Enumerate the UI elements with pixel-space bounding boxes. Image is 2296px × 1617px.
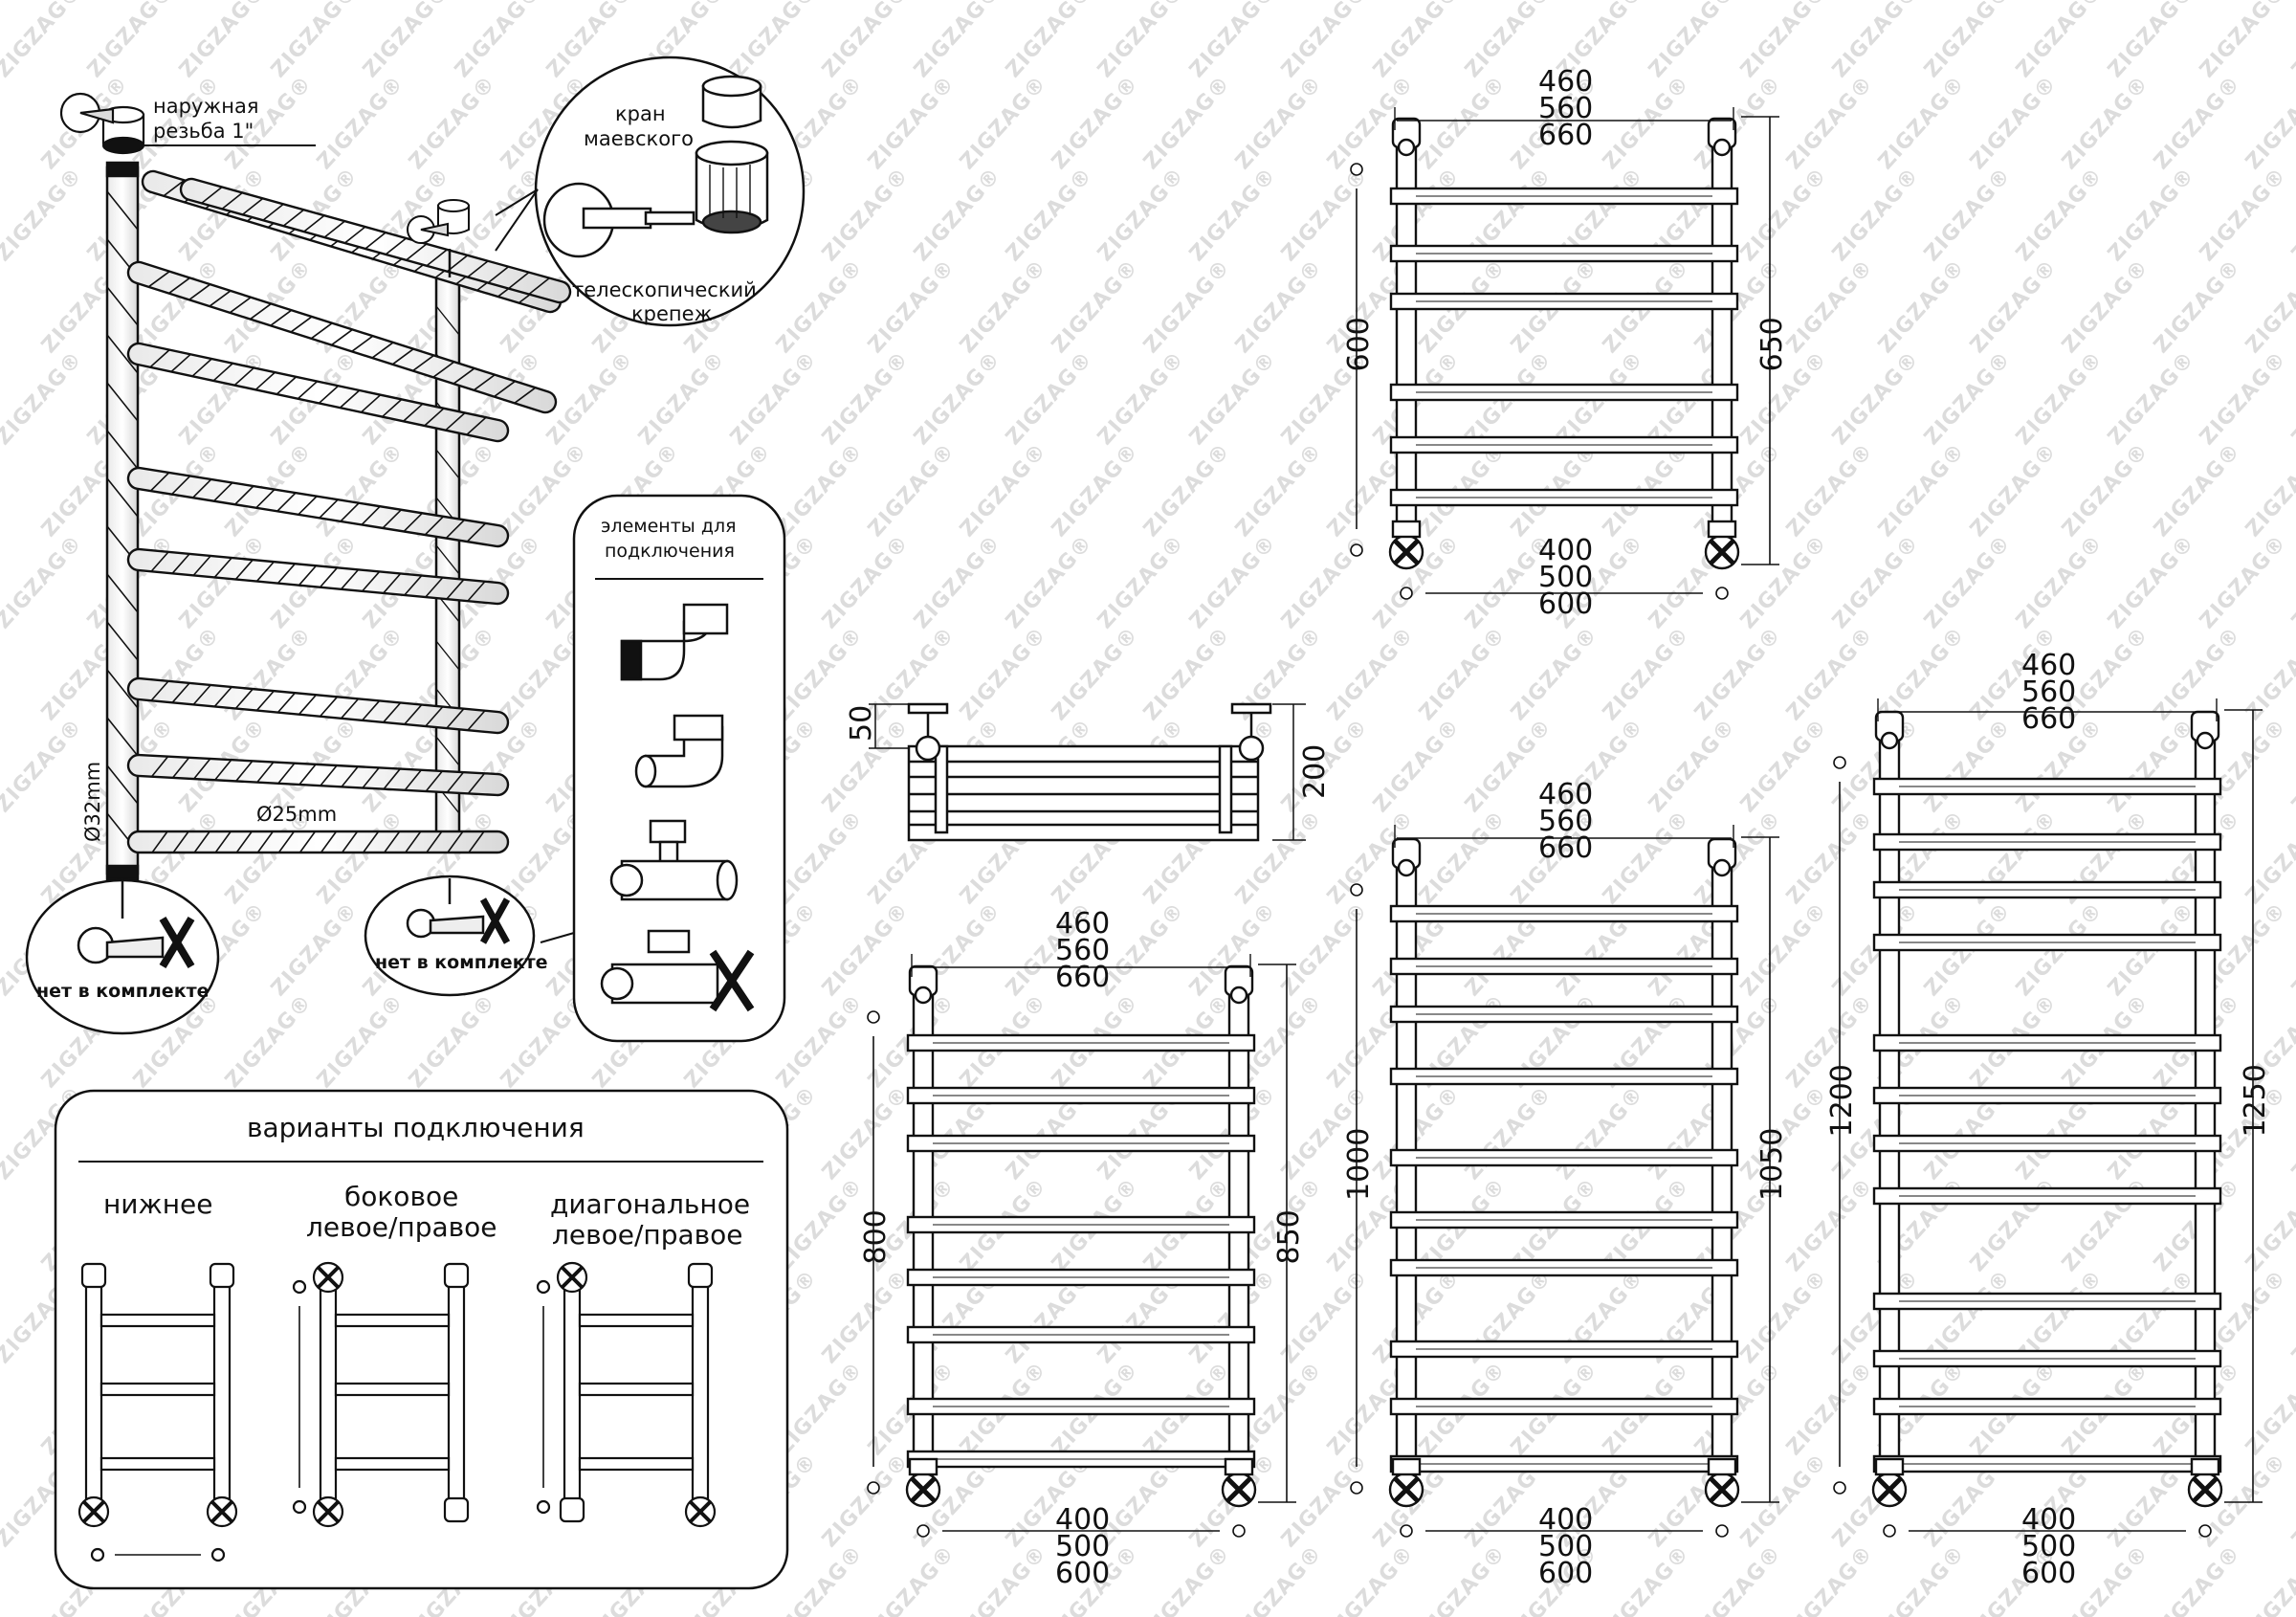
twisted-rungs	[126, 169, 572, 854]
bottom-width-label: 500	[2021, 1530, 2076, 1563]
top-width-label: 460	[1538, 65, 1593, 99]
thread-band-bottom	[105, 864, 140, 881]
pipe-rung-diameter: Ø25mm	[256, 803, 337, 826]
bottom-width-label: 600	[1538, 1557, 1593, 1590]
bottom-width-label: 600	[1538, 587, 1593, 621]
top-width-label: 460	[2021, 649, 2076, 682]
twisted-rung	[126, 830, 510, 854]
connection-title: варианты подключения	[247, 1112, 585, 1143]
not-included-right: нет в комплекте	[364, 875, 671, 997]
thread-label: наружная резьба 1"	[139, 95, 316, 146]
top-width-label: 660	[1538, 119, 1593, 152]
thread-band-top	[105, 161, 140, 178]
twisted-rung	[126, 342, 510, 443]
top-width-label: 460	[1055, 907, 1110, 941]
valve-label-line1: кран	[615, 102, 666, 125]
connection-diagonal-line1: диагональное	[550, 1188, 750, 1220]
shelf-height: 200	[1298, 744, 1332, 799]
connection-bottom: нижнее	[103, 1188, 213, 1220]
top-width-label: 660	[2021, 702, 2076, 736]
variant-radiator	[536, 1261, 717, 1528]
outer-height-label: 850	[1272, 1209, 1306, 1264]
outer-height-label: 1050	[1755, 1128, 1789, 1201]
twisted-rung	[179, 177, 572, 304]
mount-label-line2: крепеж	[631, 302, 713, 325]
bottom-width-label: 500	[1538, 561, 1593, 594]
bottom-width-label: 500	[1538, 1530, 1593, 1563]
twisted-rung	[126, 260, 558, 414]
shelf-side-view: 50 200	[845, 702, 1332, 842]
twisted-rung	[126, 466, 510, 548]
bottom-width-label: 400	[1538, 534, 1593, 567]
bottom-width-label: 600	[2021, 1557, 2076, 1590]
inner-height-label: 600	[1342, 317, 1376, 371]
inner-height-label: 1000	[1342, 1128, 1376, 1201]
connection-diagonal-line2: левое/правое	[552, 1219, 743, 1251]
not-included-left: нет в комплекте	[25, 878, 220, 1035]
mount-label-line1: телескопический	[572, 278, 757, 301]
pipe-main-diameter: Ø32mm	[81, 762, 104, 842]
bottom-width-label: 400	[2021, 1503, 2076, 1537]
bottom-width-label: 400	[1538, 1503, 1593, 1537]
variant-radiator	[77, 1262, 238, 1562]
top-right-valve	[407, 199, 470, 244]
top-left-valve	[59, 92, 145, 155]
twisted-rung	[126, 676, 510, 735]
outer-height-label: 650	[1755, 317, 1789, 371]
product-illustration	[59, 92, 572, 881]
shelf-depth: 50	[845, 705, 878, 742]
thread-label-line1: наружная	[153, 95, 259, 118]
thread-label-line2: резьба 1"	[153, 120, 254, 143]
inner-height-label: 1200	[1825, 1064, 1859, 1137]
top-width-label: 460	[1538, 778, 1593, 811]
connection-elements-panel: элементы для подключения	[572, 494, 786, 1043]
top-width-label: 660	[1055, 961, 1110, 994]
inner-height-label: 800	[859, 1209, 893, 1264]
connection-side-line2: левое/правое	[306, 1211, 497, 1243]
mount-callout: кран маевского телескопический крепеж	[495, 55, 806, 327]
variant-radiator	[292, 1261, 470, 1528]
elements-title-line2: подключения	[605, 541, 735, 562]
twisted-rung	[126, 547, 510, 606]
top-width-label: 560	[1538, 805, 1593, 838]
not-included-label-right: нет в комплекте	[375, 952, 547, 973]
twisted-rung	[126, 753, 510, 797]
top-width-label: 660	[1538, 831, 1593, 865]
bottom-width-label: 500	[1055, 1530, 1110, 1563]
top-width-label: 560	[1055, 934, 1110, 967]
connection-side-line1: боковое	[344, 1181, 458, 1212]
not-included-label-left: нет в комплекте	[36, 981, 209, 1002]
connection-variant-drawings	[77, 1261, 717, 1562]
bottom-width-label: 600	[1055, 1557, 1110, 1590]
top-width-label: 560	[1538, 92, 1593, 125]
elements-title-line1: элементы для	[601, 516, 737, 537]
bottom-width-label: 400	[1055, 1503, 1110, 1537]
valve-label-line2: маевского	[584, 127, 694, 150]
outer-height-label: 1250	[2239, 1064, 2272, 1137]
connection-variants-panel: варианты подключения нижнее боковое лево…	[54, 1089, 789, 1590]
top-width-label: 560	[2021, 676, 2076, 709]
